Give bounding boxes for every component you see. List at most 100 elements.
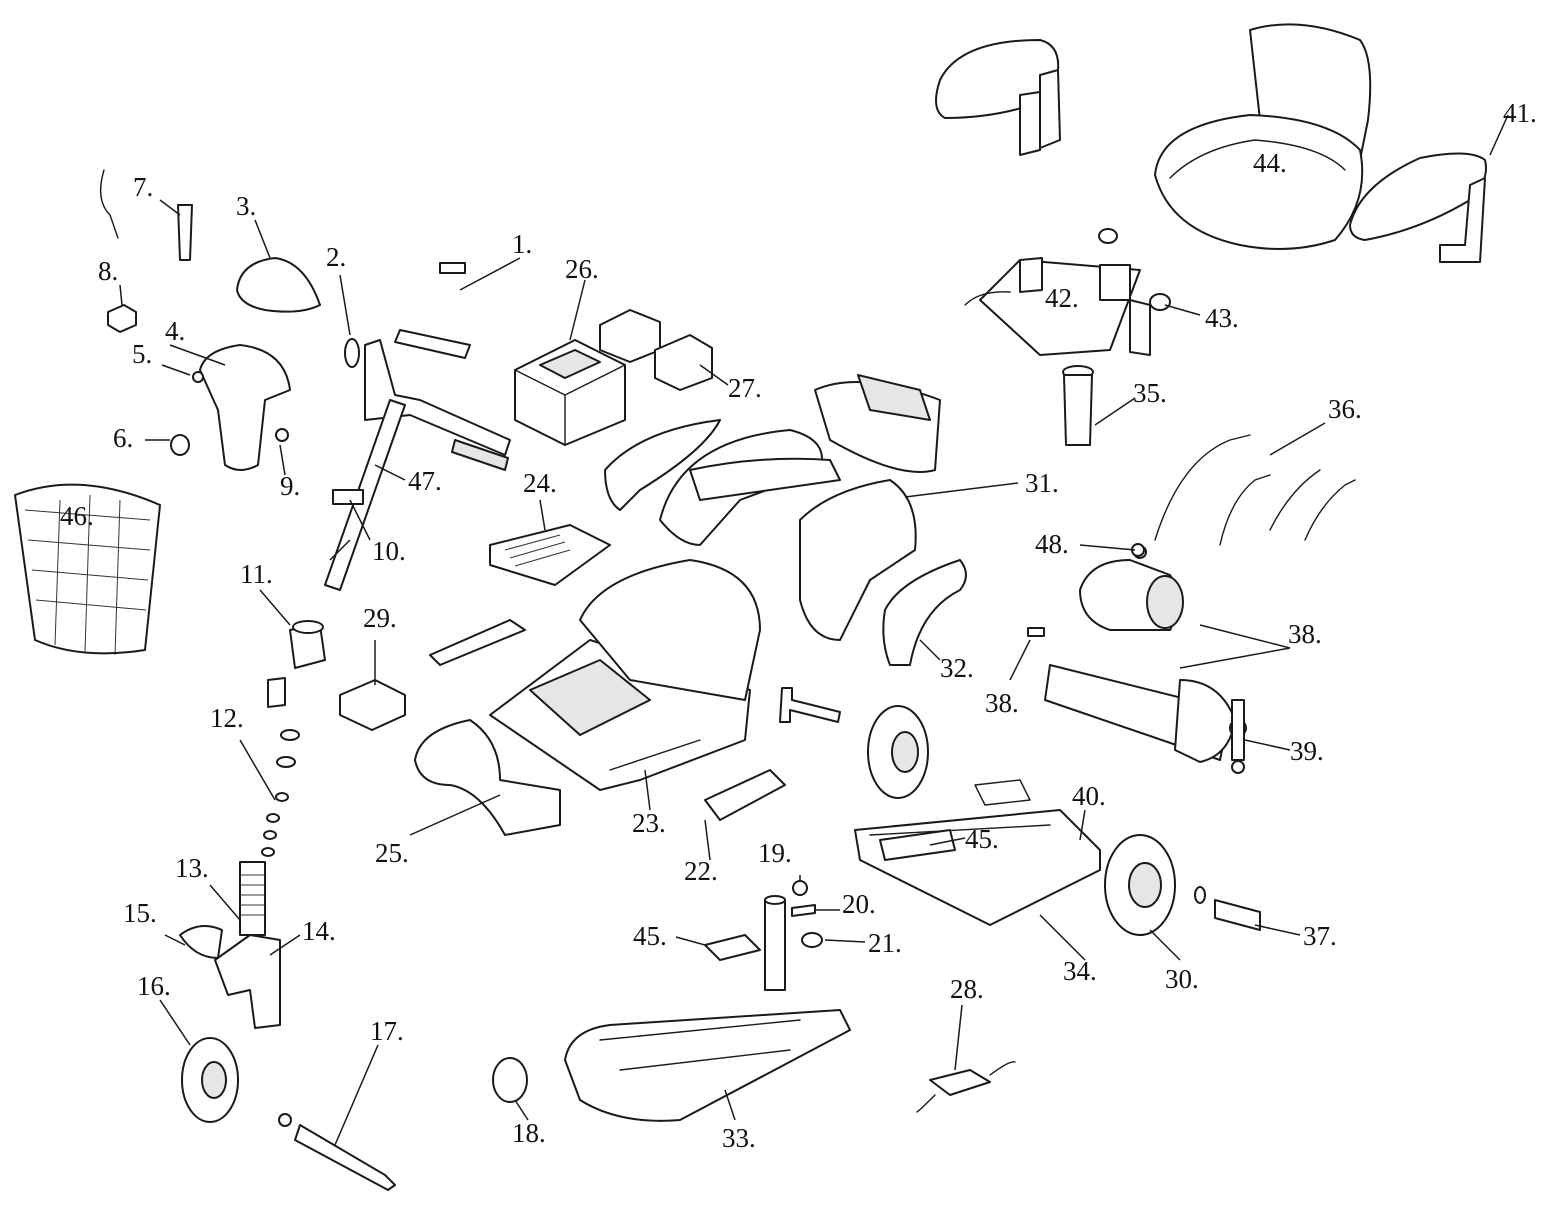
- label-8: 8.: [98, 256, 118, 286]
- label-17: 17.: [370, 1016, 404, 1046]
- label-37: 37.: [1303, 921, 1337, 951]
- wiring-harness: [1154, 434, 1356, 546]
- rear-shroud: [659, 429, 917, 641]
- label-9: 9.: [280, 471, 300, 501]
- bearing-housing-11: [267, 620, 326, 708]
- shroud-3: [236, 257, 321, 313]
- label-44: 44.: [1253, 148, 1287, 178]
- front-shroud-25: [414, 719, 561, 836]
- part-labels: 1. 2. 3. 4. 5. 6. 7. 8. 9. 10. 11. 12. 1…: [60, 98, 1537, 1153]
- switch-9: [275, 428, 289, 442]
- horn-7: [177, 204, 193, 261]
- label-21: 21.: [868, 928, 902, 958]
- charger-28: [916, 1061, 1016, 1113]
- label-18: 18.: [512, 1118, 546, 1148]
- switch-5: [192, 371, 204, 383]
- tiller-console: [814, 374, 941, 473]
- label-39: 39.: [1290, 736, 1324, 766]
- pin-20: [791, 904, 816, 917]
- tiller-bracket-10: [332, 489, 364, 505]
- seat-post-bracket: [964, 257, 1151, 356]
- shroud-piece-left: [604, 419, 721, 511]
- left-armrest: [935, 39, 1061, 156]
- axle-bolt-17: [278, 1113, 396, 1191]
- basket: [14, 483, 161, 656]
- fender-32: [882, 559, 967, 666]
- battery-27: [599, 309, 713, 391]
- label-41: 41.: [1503, 98, 1537, 128]
- label-25: 25.: [375, 838, 409, 868]
- floor-mat-22: [704, 769, 786, 821]
- label-47: 47.: [408, 466, 442, 496]
- seat-cushion: [1154, 23, 1372, 250]
- axle-bolt-37: [1194, 886, 1261, 931]
- label-24: 24.: [523, 468, 557, 498]
- seat-post-35: [1062, 365, 1094, 446]
- label-13: 13.: [175, 853, 209, 883]
- rear-wheel-upper: [867, 705, 929, 799]
- label-38b: 38.: [985, 688, 1019, 718]
- label-29: 29.: [363, 603, 397, 633]
- label-22: 22.: [684, 856, 718, 886]
- floor-body-23: [489, 559, 761, 791]
- label-10: 10.: [372, 536, 406, 566]
- label-15: 15.: [123, 898, 157, 928]
- label-38a: 38.: [1288, 619, 1322, 649]
- rear-wheel-30: [1104, 834, 1176, 936]
- label-26: 26.: [565, 254, 599, 284]
- label-34: 34.: [1063, 956, 1097, 986]
- switch-8: [107, 304, 137, 333]
- console-4: [199, 344, 291, 471]
- drive-motor: [1079, 545, 1184, 631]
- label-1: 1.: [512, 229, 532, 259]
- label-4: 4.: [165, 316, 185, 346]
- label-20: 20.: [842, 889, 876, 919]
- label-6: 6.: [113, 423, 133, 453]
- motor-bolt-39: [1231, 699, 1245, 774]
- seat-knob-43: [1149, 293, 1171, 311]
- label-7: 7.: [133, 172, 153, 202]
- label-23: 23.: [632, 808, 666, 838]
- label-16: 16.: [137, 971, 171, 1001]
- label-30: 30.: [1165, 964, 1199, 994]
- label-3: 3.: [236, 191, 256, 221]
- right-armrest: [1349, 152, 1487, 263]
- floor-mat-24: [489, 524, 611, 586]
- key-6: [170, 434, 190, 456]
- label-32: 32.: [940, 653, 974, 683]
- front-frame: [564, 895, 851, 1122]
- clip-21: [801, 932, 823, 948]
- label-12: 12.: [210, 703, 244, 733]
- pin-19: [792, 880, 808, 896]
- seat-knob-small: [1098, 228, 1118, 244]
- circuit-board-45: [704, 934, 761, 961]
- bearing-set-12: [261, 729, 300, 857]
- label-14: 14.: [302, 916, 336, 946]
- axle-bolt-upper: [779, 687, 841, 723]
- transaxle: [1044, 664, 1247, 763]
- label-19: 19.: [758, 838, 792, 868]
- fork-cover-15: [179, 925, 223, 959]
- label-48: 48.: [1035, 529, 1069, 559]
- label-2: 2.: [326, 242, 346, 272]
- label-33: 33.: [722, 1123, 756, 1153]
- label-46: 46.: [60, 501, 94, 531]
- label-28: 28.: [950, 974, 984, 1004]
- label-11: 11.: [240, 559, 273, 589]
- throttle-1: [394, 262, 471, 359]
- label-5: 5.: [132, 339, 152, 369]
- cable-top: [99, 169, 119, 239]
- ring-18: [492, 1057, 528, 1103]
- label-27: 27.: [728, 373, 762, 403]
- brake-pad-38: [1027, 627, 1045, 637]
- label-35: 35.: [1133, 378, 1167, 408]
- label-31: 31.: [1025, 468, 1059, 498]
- controller-29: [339, 679, 406, 731]
- leader-lines: [119, 114, 1509, 1146]
- fork-13: [214, 861, 281, 1029]
- front-wheel-16: [181, 1037, 239, 1123]
- bumper-strip: [429, 619, 526, 666]
- label-42: 42.: [1045, 283, 1079, 313]
- frame-board-45: [879, 829, 956, 861]
